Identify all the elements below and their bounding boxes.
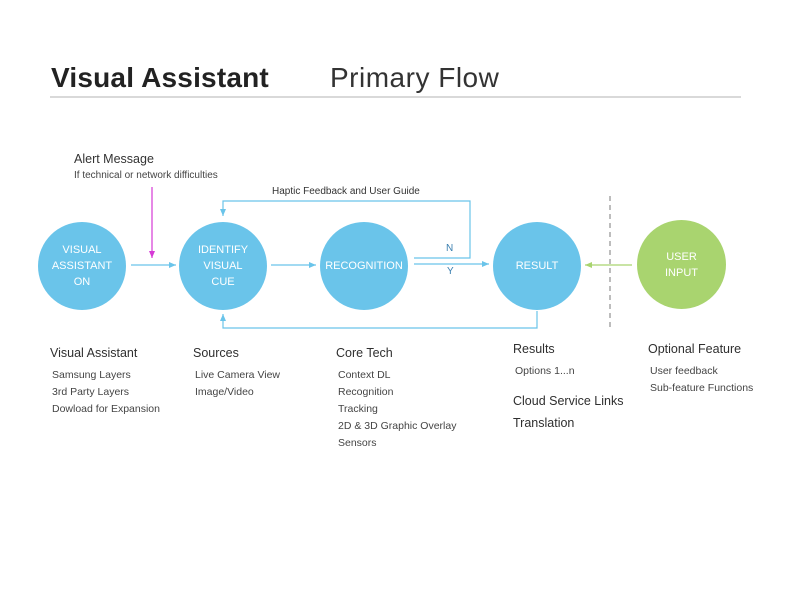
column-item: Image/Video <box>195 386 254 398</box>
node-identify-visual-cue: IDENTIFY VISUAL CUE <box>179 222 267 310</box>
column-heading: Sources <box>193 346 239 360</box>
node-user-input: USER INPUT <box>637 220 726 309</box>
page-title: Visual Assistant <box>51 62 269 93</box>
column-heading: Results <box>513 342 555 356</box>
arrow-n-branch-feedback-loop <box>220 200 471 259</box>
column-item: Options 1...n <box>515 365 575 377</box>
column-sources: Sources Live Camera View Image/Video <box>193 346 280 401</box>
column-subheading: Translation <box>513 416 575 430</box>
column-item: User feedback <box>650 365 718 377</box>
column-item: 3rd Party Layers <box>52 386 130 398</box>
column-item: Sub-feature Functions <box>650 382 754 394</box>
column-item: Context DL <box>338 369 391 381</box>
column-item: Recognition <box>338 386 394 398</box>
column-heading: Visual Assistant <box>50 346 138 360</box>
column-visual-assistant: Visual Assistant Samsung Layers 3rd Part… <box>50 346 160 418</box>
column-item: 2D & 3D Graphic Overlay <box>338 420 457 432</box>
column-results: Results Options 1...n Cloud Service Link… <box>513 342 623 430</box>
branch-n-label: N <box>446 243 454 254</box>
node-result: RESULT <box>493 222 581 310</box>
node-visual-assistant-on: VISUAL ASSISTANT ON <box>38 222 126 310</box>
column-item: Sensors <box>338 437 377 449</box>
column-heading: Core Tech <box>336 346 393 360</box>
column-item: Dowload for Expansion <box>52 403 160 415</box>
title-divider <box>50 96 741 98</box>
column-optional-feature: Optional Feature User feedback Sub-featu… <box>648 342 753 397</box>
arrow-result-loop-back <box>220 311 538 329</box>
column-item: Samsung Layers <box>52 369 131 381</box>
column-item: Live Camera View <box>195 369 281 381</box>
alert-message-subtext: If technical or network difficulties <box>74 170 218 181</box>
column-subheading: Cloud Service Links <box>513 394 624 408</box>
alert-message-heading: Alert Message <box>74 152 154 166</box>
column-heading: Optional Feature <box>648 342 742 356</box>
haptic-feedback-label: Haptic Feedback and User Guide <box>272 186 420 197</box>
column-core-tech: Core Tech Context DL Recognition Trackin… <box>336 346 456 452</box>
page-subtitle: Primary Flow <box>330 62 500 93</box>
branch-y-label: Y <box>447 266 454 277</box>
column-item: Tracking <box>338 403 378 415</box>
node-recognition: RECOGNITION <box>320 222 408 310</box>
